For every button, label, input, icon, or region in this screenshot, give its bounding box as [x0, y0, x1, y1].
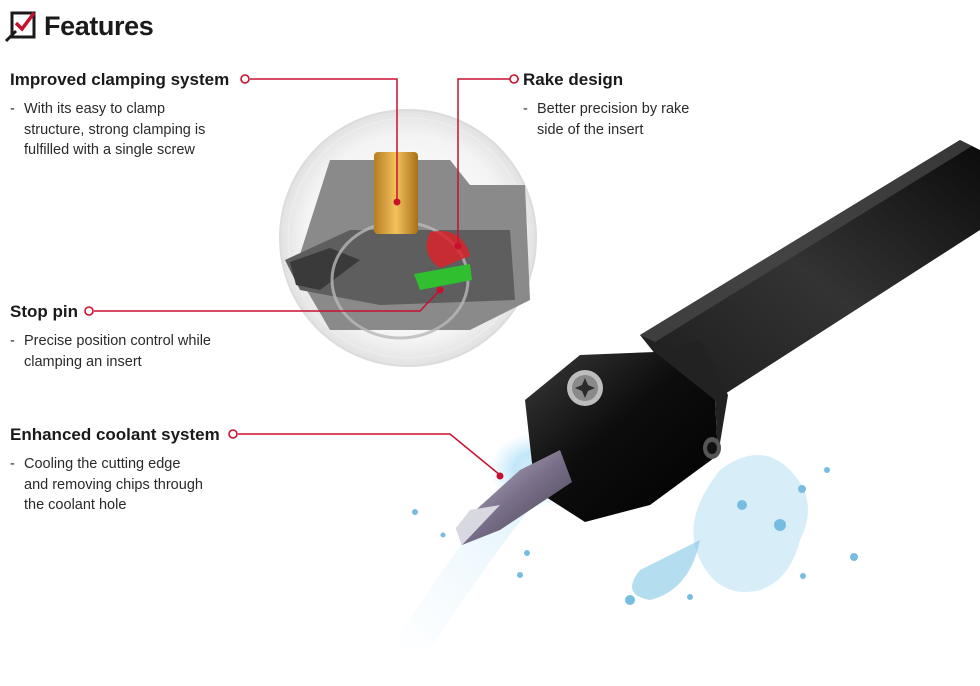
- tool-shaft: [640, 140, 980, 410]
- feature-coolant: Enhanced coolant system Cooling the cutt…: [10, 424, 220, 516]
- leader-line-clamping: [250, 78, 398, 200]
- leader-lines: [94, 78, 519, 476]
- feature-title: Enhanced coolant system: [10, 425, 220, 444]
- clamp-screw-head-icon: [567, 370, 603, 406]
- feature-title: Stop pin: [10, 302, 78, 321]
- feature-rake: Rake design Better precision by rake sid…: [523, 69, 689, 140]
- leader-line-rake: [457, 78, 519, 244]
- leader-endpoints: [84, 74, 519, 439]
- page-title: Features: [44, 10, 154, 41]
- leader-line-coolant: [238, 433, 501, 476]
- rake-highlight: [426, 231, 470, 268]
- cutting-insert: [456, 450, 572, 545]
- feature-clamping: Improved clamping system With its easy t…: [10, 69, 229, 161]
- feature-title: Rake design: [523, 70, 624, 89]
- tool-head: [456, 340, 728, 545]
- clamp-screw: [374, 152, 418, 234]
- magnified-detail-circle: [279, 109, 537, 367]
- section-header: Features: [4, 8, 154, 44]
- leader-dots: [393, 198, 504, 480]
- feature-description: Better precision by rake side of the ins…: [523, 99, 689, 140]
- feature-title: Improved clamping system: [10, 70, 230, 89]
- checklist-icon: [4, 11, 36, 43]
- feature-description: Cooling the cutting edge and removing ch…: [10, 454, 220, 516]
- feature-stop-pin: Stop pin Precise position control while …: [10, 301, 211, 372]
- leader-line-stop-pin: [94, 289, 441, 312]
- feature-description: With its easy to clamp structure, strong…: [10, 99, 229, 161]
- feature-description: Precise position control while clamping …: [10, 331, 211, 372]
- stop-pin-highlight: [414, 264, 472, 290]
- water-splash: [412, 455, 858, 605]
